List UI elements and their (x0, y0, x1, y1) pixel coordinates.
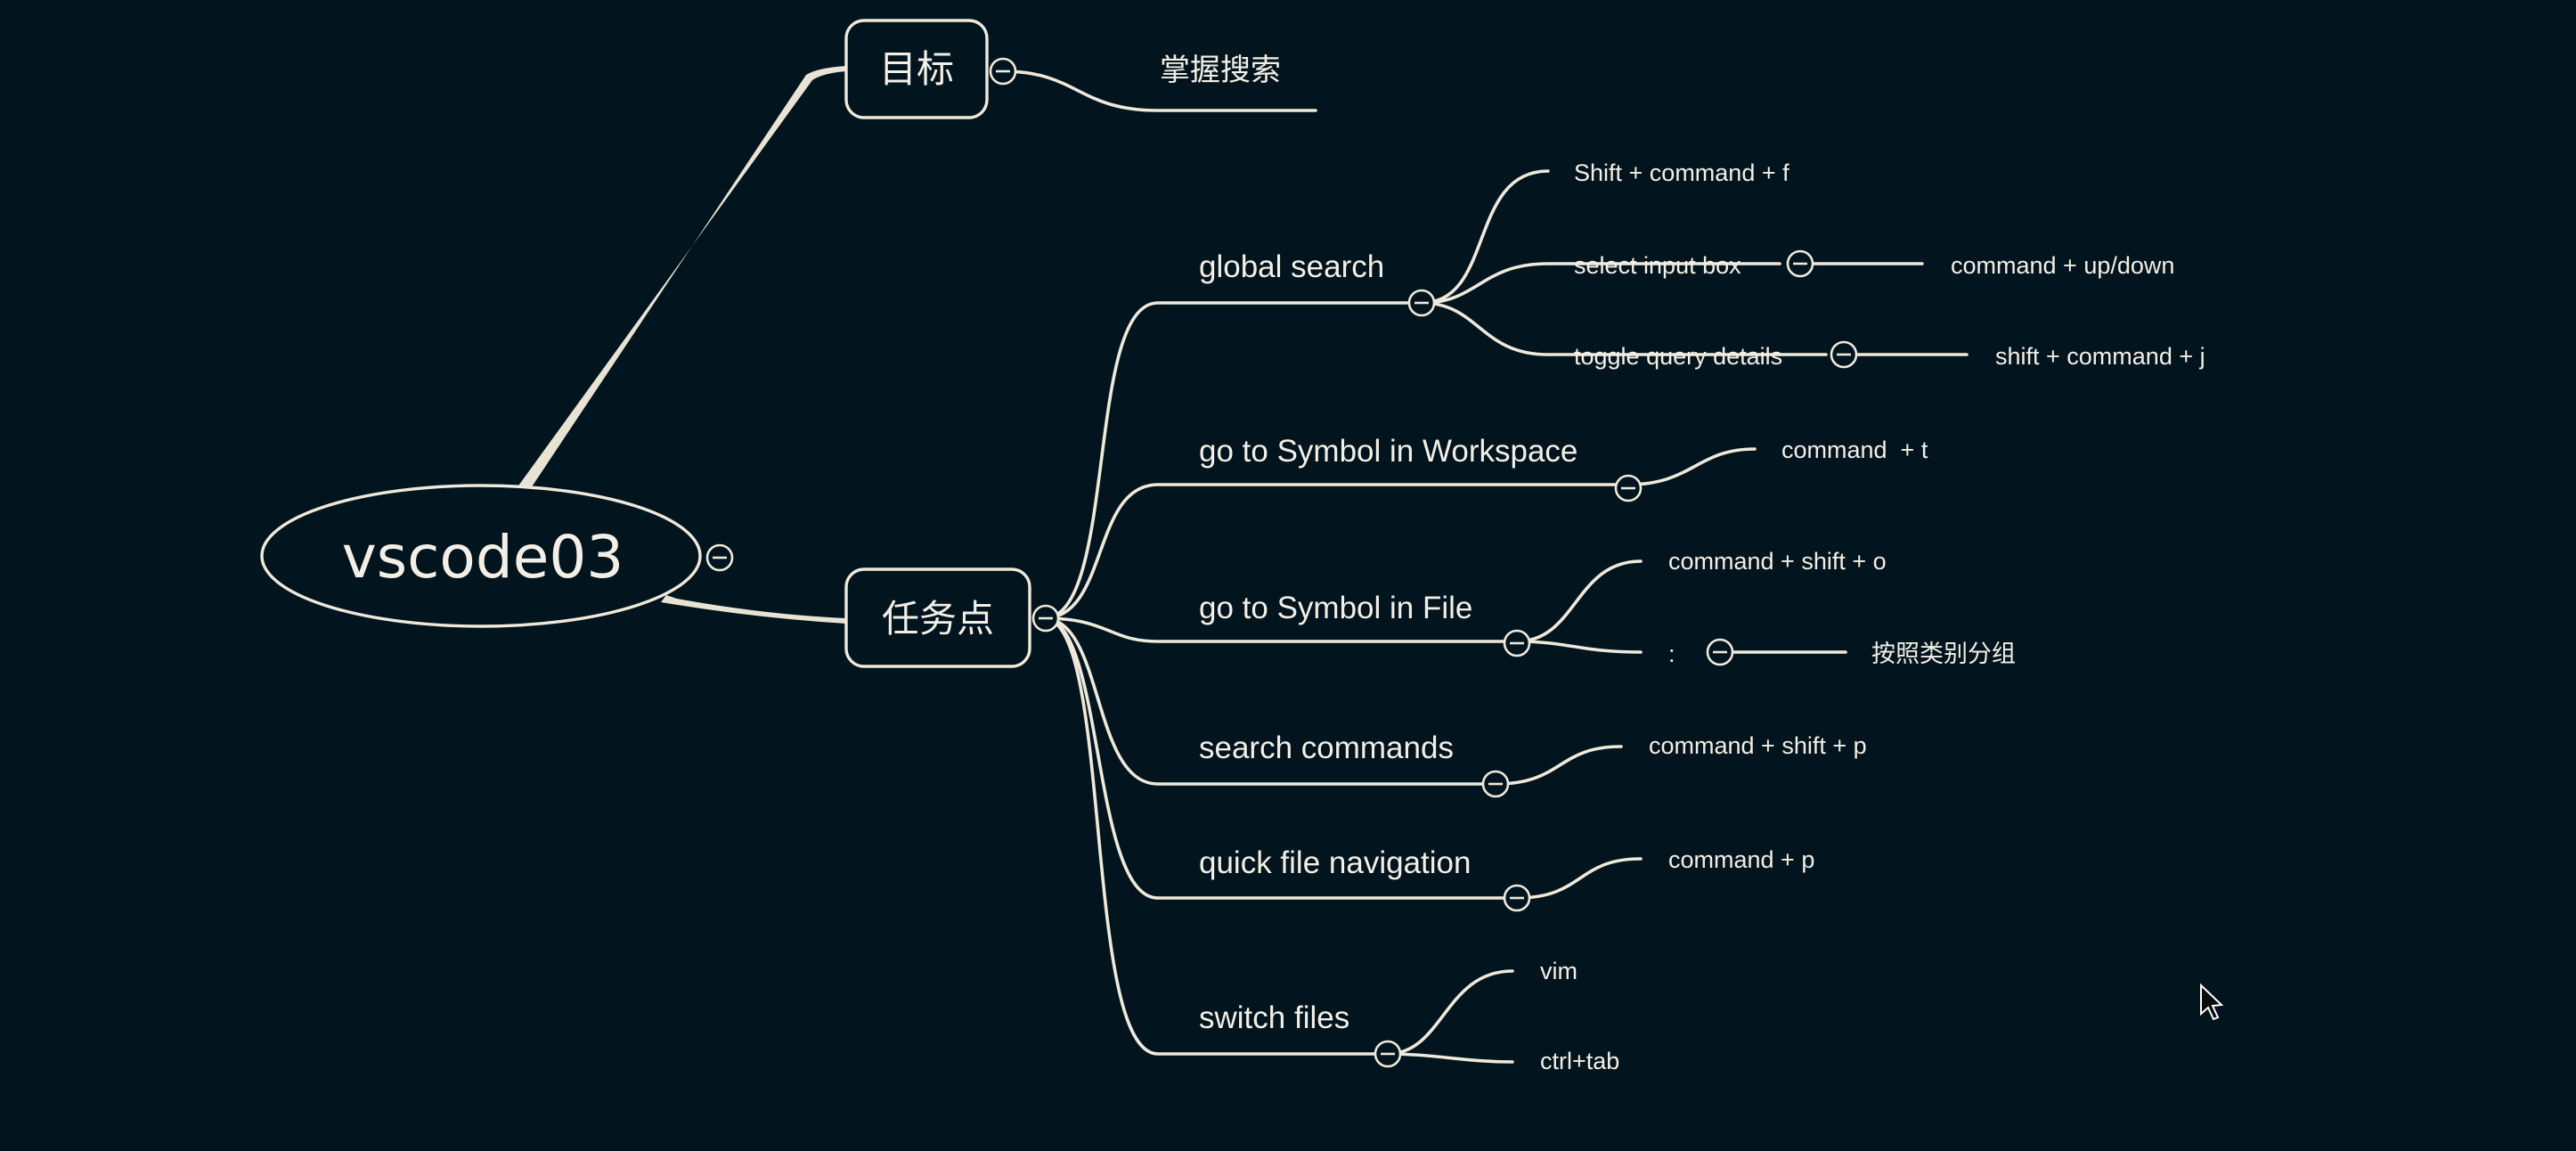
root-label: vscode03 (342, 523, 624, 592)
collapse-minus-icon[interactable] (1614, 474, 1643, 502)
quick-file-connector (1515, 857, 1643, 900)
leaf-toggle-query-details[interactable]: toggle query details (1574, 343, 1782, 370)
leaf-select-input-box[interactable]: select input box (1574, 252, 1741, 279)
collapse-minus-icon[interactable] (1503, 884, 1531, 912)
leaf-vim[interactable]: vim (1540, 958, 1577, 984)
collapse-minus-icon[interactable] (1374, 1040, 1402, 1068)
workspace-connector (1626, 447, 1757, 486)
goal-item[interactable]: 掌握搜索 (1160, 53, 1281, 88)
trunk-to-tasks (661, 595, 846, 624)
collapse-minus-icon[interactable] (1481, 770, 1510, 798)
collapse-minus-icon[interactable] (1830, 340, 1858, 369)
collapse-minus-icon[interactable] (1031, 604, 1060, 633)
collapse-minus-icon[interactable] (1786, 249, 1814, 278)
leaf-shift-command-j[interactable]: shift + command + j (1995, 343, 2205, 370)
branch-symbol-file[interactable]: go to Symbol in File (1199, 591, 1472, 625)
collapse-minus-icon[interactable] (989, 57, 1017, 86)
goal-node[interactable] (844, 19, 989, 119)
branch-symbol-workspace[interactable]: go to Symbol in Workspace (1199, 434, 1577, 469)
branch-quick-file[interactable]: quick file navigation (1199, 845, 1471, 880)
collapse-minus-icon[interactable] (705, 543, 734, 572)
goal-title: 目标 (879, 47, 954, 91)
global-search-connectors (1420, 169, 1969, 356)
leaf-command-shift-o[interactable]: command + shift + o (1668, 548, 1887, 575)
leaf-shift-command-f[interactable]: Shift + command + f (1574, 159, 1789, 186)
leaf-command-up-down[interactable]: command + up/down (1951, 252, 2174, 279)
leaf-group-by-category[interactable]: 按照类别分组 (1871, 641, 2016, 667)
trunk-to-goal (517, 66, 846, 488)
switch-files-connectors (1386, 969, 1514, 1064)
mouse-cursor-icon (2200, 983, 2224, 1021)
leaf-command-shift-p[interactable]: command + shift + p (1649, 732, 1867, 759)
root-node[interactable] (260, 484, 702, 628)
collapse-minus-icon[interactable] (1503, 629, 1531, 657)
leaf-command-p[interactable]: command + p (1668, 846, 1814, 873)
collapse-minus-icon[interactable] (1706, 638, 1734, 666)
leaf-ctrl-tab[interactable]: ctrl+tab (1540, 1048, 1619, 1074)
leaf-colon[interactable]: : (1668, 641, 1675, 667)
search-commands-connector (1494, 745, 1623, 786)
branch-global-search[interactable]: global search (1199, 249, 1384, 284)
tasks-node[interactable] (844, 567, 1031, 668)
leaf-command-t[interactable]: command + t (1781, 437, 1928, 463)
collapse-minus-icon[interactable] (1407, 289, 1436, 317)
task-connectors (1042, 301, 1630, 1056)
connector-goal-item (1001, 69, 1317, 112)
tasks-title: 任务点 (882, 597, 994, 641)
symbol-file-connectors (1515, 559, 1847, 654)
branch-switch-files[interactable]: switch files (1199, 1000, 1349, 1035)
branch-search-commands[interactable]: search commands (1199, 731, 1454, 765)
